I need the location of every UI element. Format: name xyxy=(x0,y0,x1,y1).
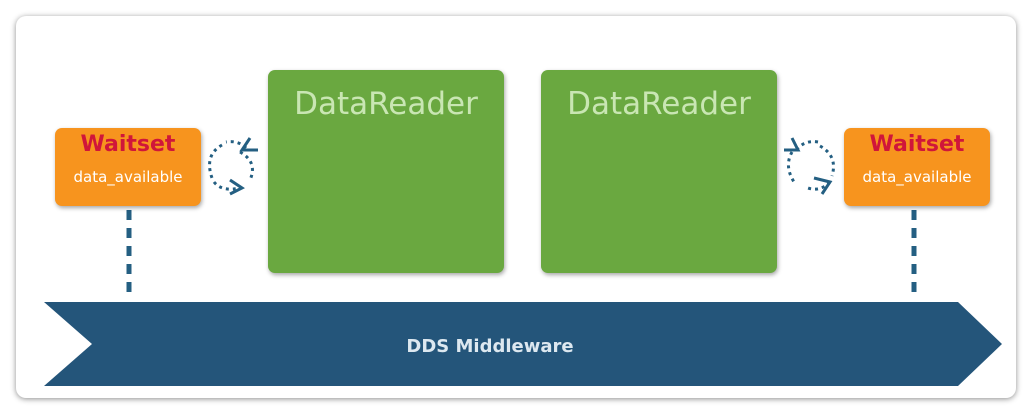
waitset-title: Waitset xyxy=(80,132,176,157)
data-reader-label: DataReader xyxy=(567,86,751,122)
data-reader-right: DataReader xyxy=(541,70,777,273)
right-cycle-icon xyxy=(784,137,835,195)
waitset-right: Waitset data_available xyxy=(844,128,990,206)
waitset-left: Waitset data_available xyxy=(55,128,201,206)
left-cycle-icon xyxy=(208,137,258,196)
waitset-event: data_available xyxy=(73,168,183,186)
middleware-banner xyxy=(44,302,1002,386)
middleware-label: DDS Middleware xyxy=(406,336,574,357)
data-reader-label: DataReader xyxy=(294,86,478,122)
data-reader-left: DataReader xyxy=(268,70,504,273)
waitset-title: Waitset xyxy=(869,132,965,157)
waitset-event: data_available xyxy=(862,168,972,186)
